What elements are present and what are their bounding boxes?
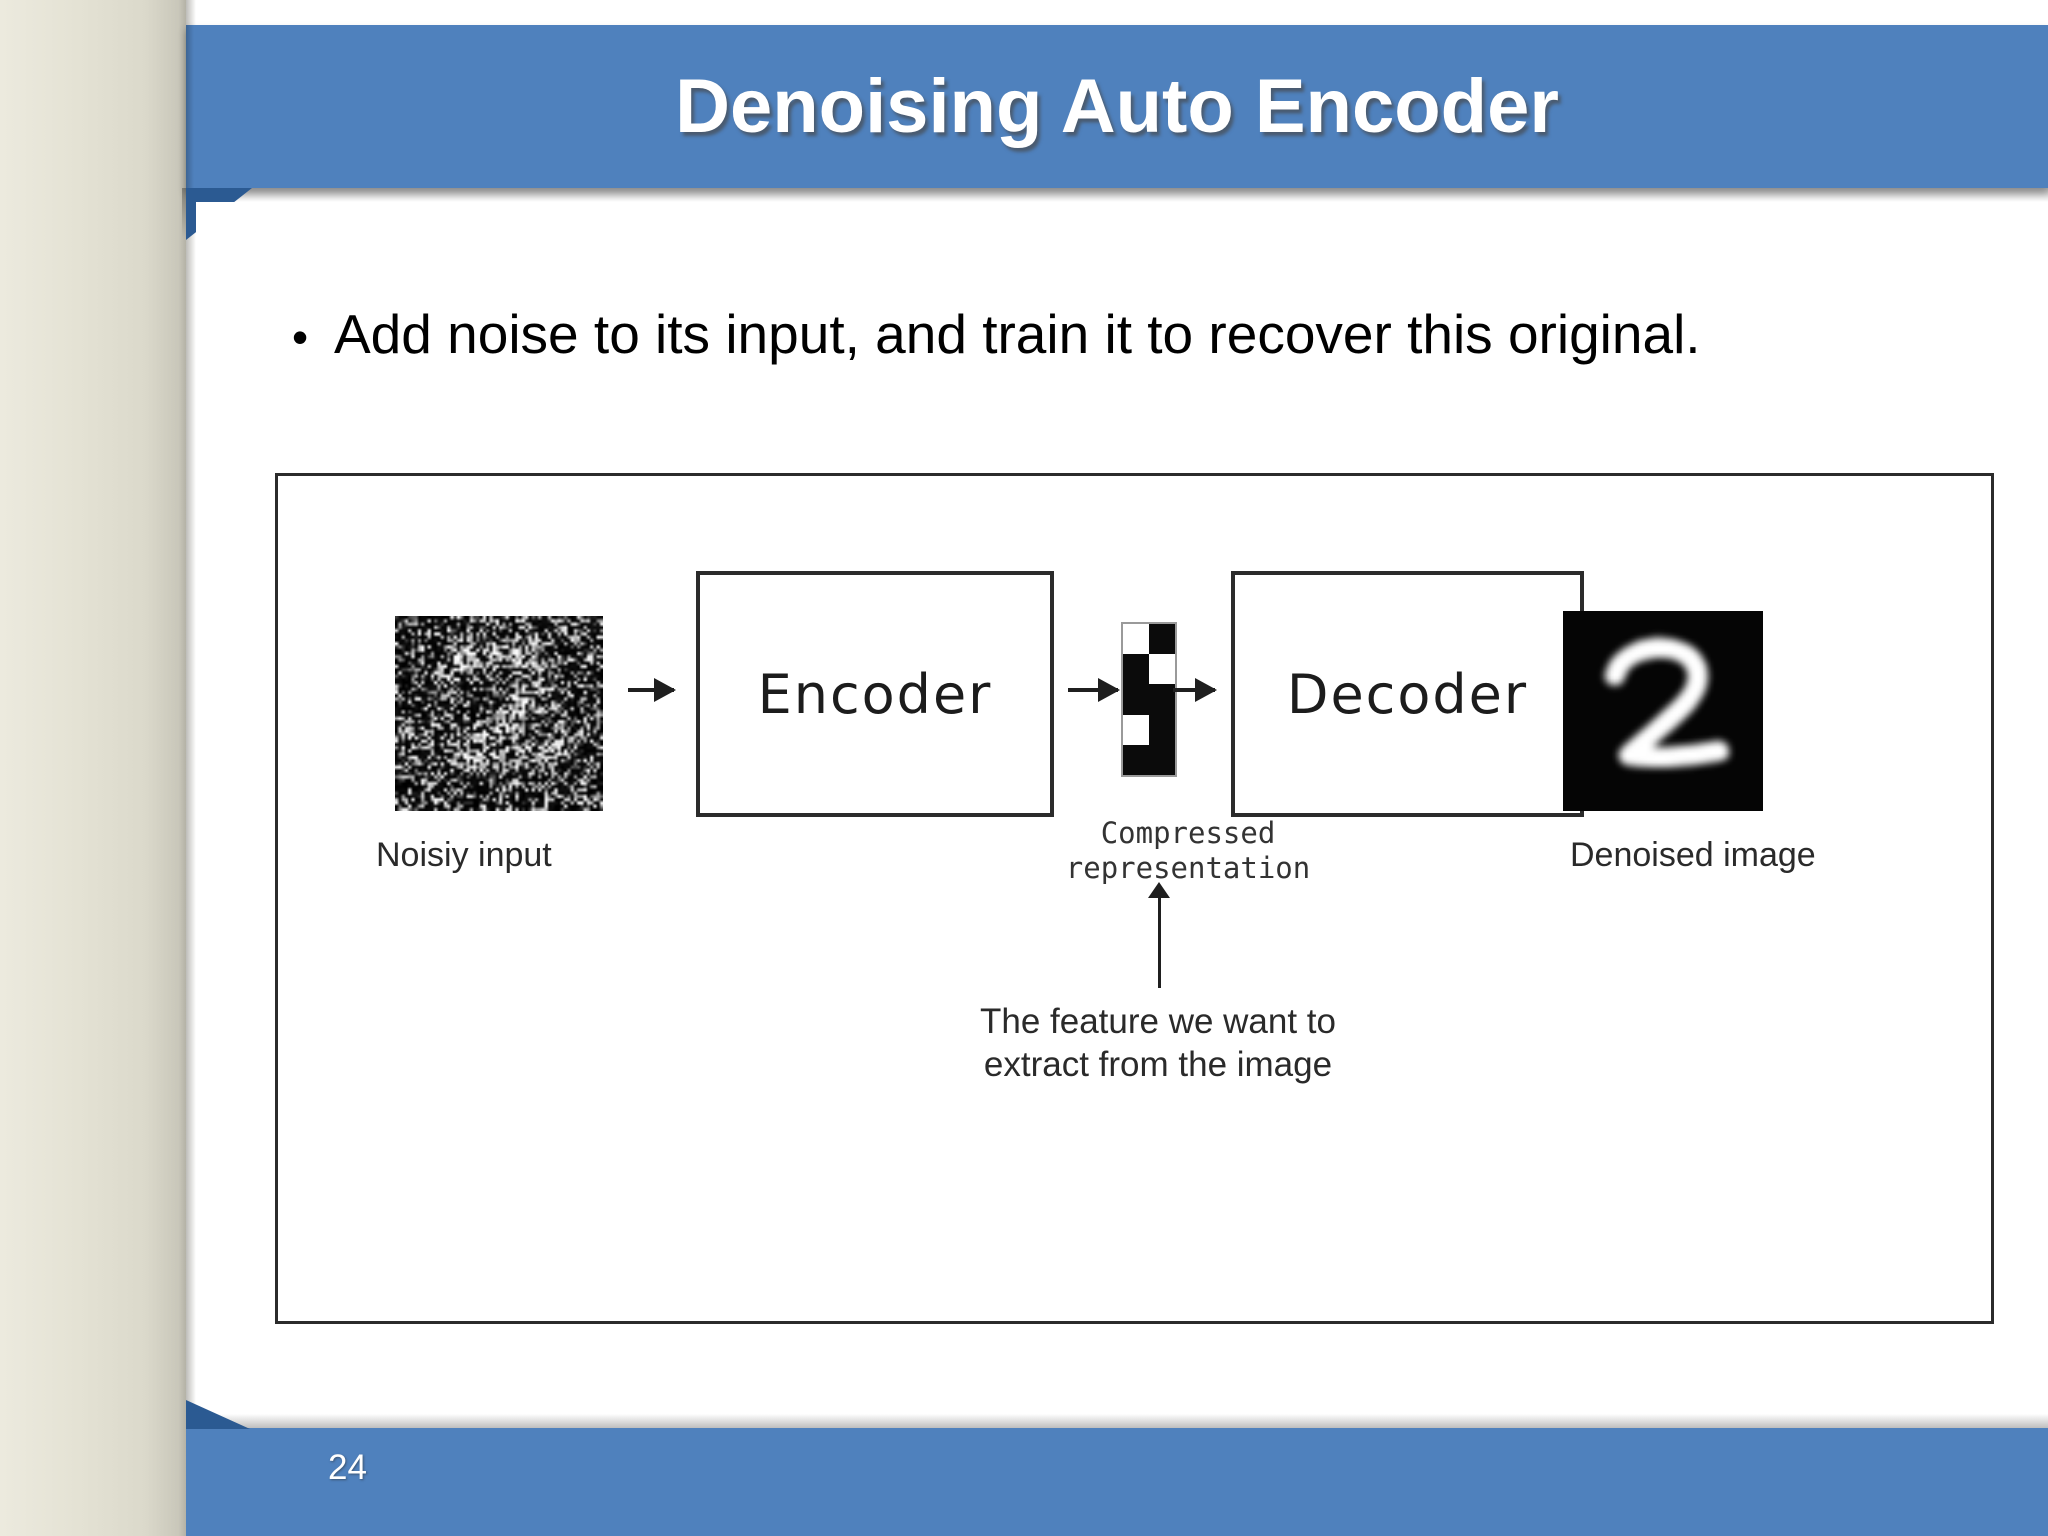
arrow-code-to-decoder-icon [1173,678,1217,702]
autoencoder-diagram: Noisiy input Encoder C [275,473,1994,1324]
compressed-representation-grid [1121,622,1177,777]
feature-caption: The feature we want to extract from the … [898,1001,1418,1086]
footer-bar [186,1428,2048,1536]
grid-cell [1123,684,1149,715]
slide-content: • Add noise to its input, and train it t… [196,202,2048,1428]
caption-pointer-arrow-icon [1148,882,1170,988]
grid-cell [1149,654,1175,685]
grid-cell [1149,684,1175,715]
page-title: Denoising Auto Encoder [675,64,1559,149]
left-decorative-gutter [0,0,186,1536]
encoder-box: Encoder [696,571,1054,817]
grid-cell [1149,744,1175,775]
title-underline [196,188,2048,202]
bullet-list-item: • Add noise to its input, and train it t… [292,303,1992,365]
bullet-marker-icon: • [292,311,309,363]
bullet-text: Add noise to its input, and train it to … [334,303,1701,365]
caption-line-1: The feature we want to [979,1002,1337,1041]
diagram-stage: Noisiy input Encoder C [278,476,1991,1321]
decoder-box: Decoder [1231,571,1584,817]
denoised-image-label: Denoised image [1570,836,1816,874]
noisy-input-label: Noisiy input [376,836,552,874]
footer-fold-triangle [186,1400,250,1429]
compressed-label-line-2: representation [1065,851,1311,886]
grid-cell [1123,714,1149,745]
compressed-label-line-1: Compressed [1100,816,1276,850]
title-banner [186,25,2048,188]
arrow-encoder-to-code-icon [1068,678,1120,702]
denoised-output-image [1563,611,1763,811]
grid-cell [1149,714,1175,745]
grid-cell [1123,654,1149,685]
gutter-shadow [186,0,196,1536]
caption-line-2: extract from the image [983,1044,1333,1084]
footer-top-shadow [196,1414,2048,1430]
grid-cell [1123,624,1149,655]
compressed-representation-label: Compressed representation [1023,816,1353,887]
title-banner-inner-shadow [186,25,194,188]
grid-cell [1149,624,1175,655]
page-number: 24 [328,1448,367,1487]
title-fold-shadow [182,188,188,238]
arrow-input-to-encoder-icon [628,678,676,702]
grid-cell [1123,744,1149,775]
noisy-input-image [395,616,603,811]
